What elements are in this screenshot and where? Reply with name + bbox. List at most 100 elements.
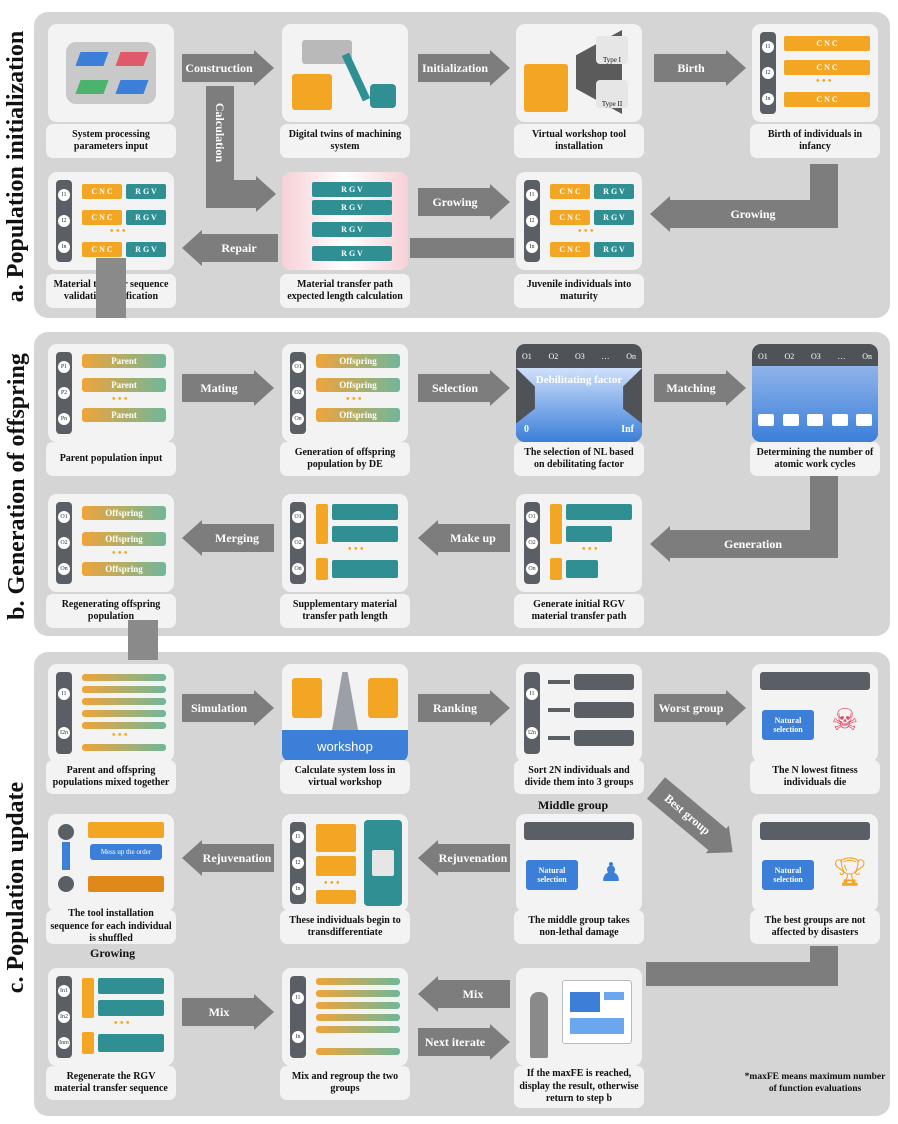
caption-shuffled-sequence: The tool installation sequence for each … (46, 908, 176, 944)
ellipsis: • • • (348, 544, 364, 555)
arrow-ranking: Ranking (418, 690, 510, 726)
lowest-fitness-illustration: Natural selection ☠ (752, 664, 878, 762)
caption-best-group: The best groups are not affected by disa… (750, 910, 880, 944)
offspring-bar: Offspring (82, 506, 166, 520)
arrow-simulation: Simulation (182, 690, 274, 726)
arrow-rejuvenation-b: Rejuvenation (182, 840, 274, 876)
ellipsis: • • • (110, 226, 126, 237)
caption-regenerate-rgv: Regenerate the RGV material transfer seq… (46, 1066, 176, 1100)
cnc-bar: C N C (550, 242, 590, 257)
arrow-mix-a: Mix (182, 994, 274, 1030)
caption-maxfe-check: If the maxFE is reached, display the res… (514, 1066, 644, 1108)
parent-bar: Parent (82, 354, 166, 368)
rgv-bar: R G V (312, 182, 392, 197)
connector-best-to-mix-h (646, 962, 838, 986)
section-b-title: b. Generation of offspring (3, 352, 30, 620)
cnc-bar: C N C (784, 92, 870, 107)
caption-transdifferentiate: These individuals begin to transdifferen… (280, 910, 410, 944)
debilitating-factor-label: Debilitating factor (535, 374, 623, 386)
rgv-bar: R G V (594, 210, 634, 225)
arrow-merging: Merging (182, 520, 274, 556)
offspring-bar: Offspring (82, 532, 166, 546)
caption-system-loss: Calculate system loss in virtual worksho… (280, 760, 410, 794)
arrow-calculation-head (206, 176, 276, 212)
tool-installation-illustration: Type I Type II (516, 24, 642, 122)
arrow-birth: Birth (654, 50, 746, 86)
ellipsis: • • • (114, 1018, 130, 1029)
type-1-tool-label: Type I (596, 36, 628, 64)
caption-middle-group: The middle group takes non-lethal damage (514, 910, 644, 944)
parent-bar: Parent (82, 378, 166, 392)
arrow-worst-group: Worst group (654, 690, 746, 726)
arrow-generation: Generation (650, 526, 838, 562)
caption-supplementary-path: Supplementary material transfer path len… (280, 594, 410, 628)
maxfe-footnote: *maxFE means maximum number of function … (744, 1072, 886, 1094)
path-length-illustration: R G V R G V R G V R G V (282, 172, 408, 270)
type-2-tool-label: Type II (596, 80, 628, 108)
caption-path-length: Material transfer path expected length c… (280, 274, 410, 308)
virtual-workshop-illustration: workshop (282, 664, 408, 762)
arrow-growing-b: Growing (650, 196, 838, 232)
calculation-label-box: Calculation (213, 102, 228, 162)
cnc-bar: C N C (82, 184, 122, 199)
natural-selection-label: Natural selection (762, 860, 814, 890)
caption-system-parameters: System processing parameters input (46, 124, 176, 158)
rgv-bar: R G V (126, 210, 166, 225)
arrow-makeup: Make up (418, 520, 510, 556)
caption-birth-individuals: Birth of individuals in infancy (750, 124, 880, 158)
ellipsis: • • • (816, 76, 832, 87)
rgv-bar: R G V (312, 222, 392, 237)
trash-icon (372, 850, 394, 876)
caption-sort-groups: Sort 2N individuals and divide them into… (514, 760, 644, 794)
arrow-next-iterate: Next iterate (418, 1024, 510, 1060)
cnc-bar: C N C (82, 210, 122, 225)
connector-a-to-b (96, 258, 126, 318)
arrow-initialization: Initialization (418, 50, 510, 86)
cnc-bar: C N C (550, 210, 590, 225)
arrow-matching: Matching (654, 370, 746, 406)
middle-group-illustration: Natural selection ♟ (516, 814, 642, 912)
caption-offspring-de: Generation of offspring population by DE (280, 442, 410, 476)
section-a-title: a. Population initialization (3, 30, 30, 302)
caption-juvenile: Juvenile individuals into maturity (514, 274, 644, 308)
rgv-bar: R G V (312, 200, 392, 215)
growing-label: Growing (90, 946, 136, 960)
offspring-bar: Offspring (316, 408, 400, 422)
parent-bar: Parent (82, 408, 166, 422)
caption-lowest-fitness: The N lowest fitness individuals die (750, 760, 880, 794)
connector-b-to-c (128, 620, 158, 660)
trophy-icon: 🏆︎ (832, 857, 868, 888)
ellipsis: • • • (582, 544, 598, 555)
skull-icon: ☠ (831, 704, 859, 737)
maxfe-check-illustration (516, 968, 642, 1066)
arrow-mating: Mating (182, 370, 274, 406)
offspring-bar: Offspring (82, 562, 166, 576)
system-parameters-illustration (48, 24, 174, 122)
injured-person-icon: ♟ (599, 858, 623, 887)
natural-selection-label: Natural selection (526, 860, 578, 890)
arrow-repair: Repair (182, 230, 278, 266)
ellipsis: • • • (112, 730, 128, 741)
best-group-illustration: Natural selection 🏆︎ (752, 814, 878, 912)
ellipsis: • • • (112, 548, 128, 559)
caption-atomic-cycles: Determining the number of atomic work cy… (750, 442, 880, 476)
offspring-bar: Offspring (316, 354, 400, 368)
arrow-growing-a: Growing (418, 184, 510, 220)
person-icon (530, 992, 548, 1058)
inf-label: Inf (621, 424, 634, 435)
arrow-mix-b: Mix (418, 976, 510, 1012)
ellipsis: • • • (324, 878, 340, 889)
cnc-bar: C N C (82, 242, 122, 257)
rgv-bar: R G V (126, 242, 166, 257)
cnc-bar: C N C (550, 184, 590, 199)
